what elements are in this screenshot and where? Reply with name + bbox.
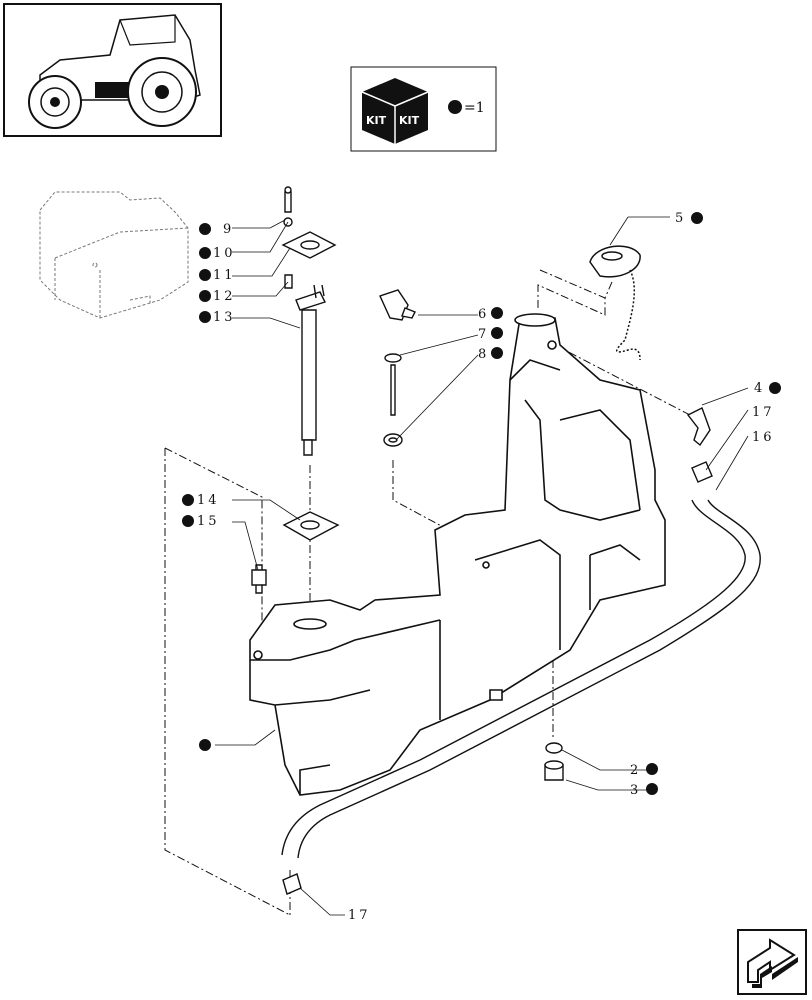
callout-14: 14	[197, 493, 220, 508]
callout-marker-13	[199, 311, 211, 323]
callout-12: 12	[213, 289, 236, 304]
fuel-sender-assembly	[251, 186, 340, 594]
callout-marker-12	[199, 290, 211, 302]
fuel-tank	[249, 313, 666, 796]
callout-2: 2	[630, 763, 641, 778]
callout-17-top: 17	[752, 405, 775, 420]
callout-11: 11	[213, 268, 236, 283]
fuel-cap	[589, 245, 641, 361]
kit-marker-dot	[448, 100, 462, 114]
fittings	[282, 289, 713, 895]
callout-15: 15	[197, 514, 220, 529]
callout-marker-8	[491, 347, 503, 359]
kit-box-icon: KIT KIT	[361, 78, 429, 144]
tractor-thumbnail-icon	[3, 3, 222, 137]
callout-marker-fuel-tank	[199, 739, 211, 751]
callout-8: 8	[478, 347, 489, 362]
callout-17-bottom: 17	[348, 908, 371, 923]
bushing-12	[284, 274, 293, 289]
screw-9	[284, 191, 292, 213]
kit-label-left: KIT	[366, 114, 387, 127]
callout-9: 9	[223, 222, 234, 237]
callout-marker-7	[491, 327, 503, 339]
callout-marker-15	[182, 515, 194, 527]
callouts: 9 10 11 12 13 5 6 7 8 4 17 16 14 15 2 3 …	[182, 211, 781, 923]
callout-5: 5	[675, 211, 686, 226]
next-page-arrow-icon[interactable]	[737, 929, 807, 995]
callout-3: 3	[630, 783, 641, 798]
callout-marker-10	[199, 247, 211, 259]
kit-label-right: KIT	[399, 114, 420, 127]
clamp-17-top	[691, 461, 713, 483]
callout-marker-5	[691, 212, 703, 224]
callout-marker-6	[491, 307, 503, 319]
callout-marker-9	[199, 223, 211, 235]
washer-2	[545, 742, 563, 754]
callout-16: 16	[752, 430, 775, 445]
clamp-17-bottom	[282, 873, 302, 895]
return-hose	[281, 499, 761, 859]
callout-leaders	[215, 216, 749, 916]
elbow-4	[686, 407, 711, 447]
sender-head-13	[295, 291, 326, 311]
washer-7	[384, 353, 402, 363]
kit-legend-equals: =1	[464, 100, 485, 116]
callout-marker-3	[646, 783, 658, 795]
callout-marker-14	[182, 494, 194, 506]
callout-4: 4	[754, 381, 765, 396]
callout-marker-2	[646, 763, 658, 775]
callout-marker-11	[199, 269, 211, 281]
callout-13: 13	[213, 310, 236, 325]
callout-marker-4	[769, 382, 781, 394]
tank-overview-sketch	[39, 191, 189, 319]
kit-legend: KIT KIT =1	[350, 66, 497, 152]
callout-10: 10	[213, 246, 236, 261]
callout-7: 7	[478, 327, 489, 342]
callout-6: 6	[478, 307, 489, 322]
